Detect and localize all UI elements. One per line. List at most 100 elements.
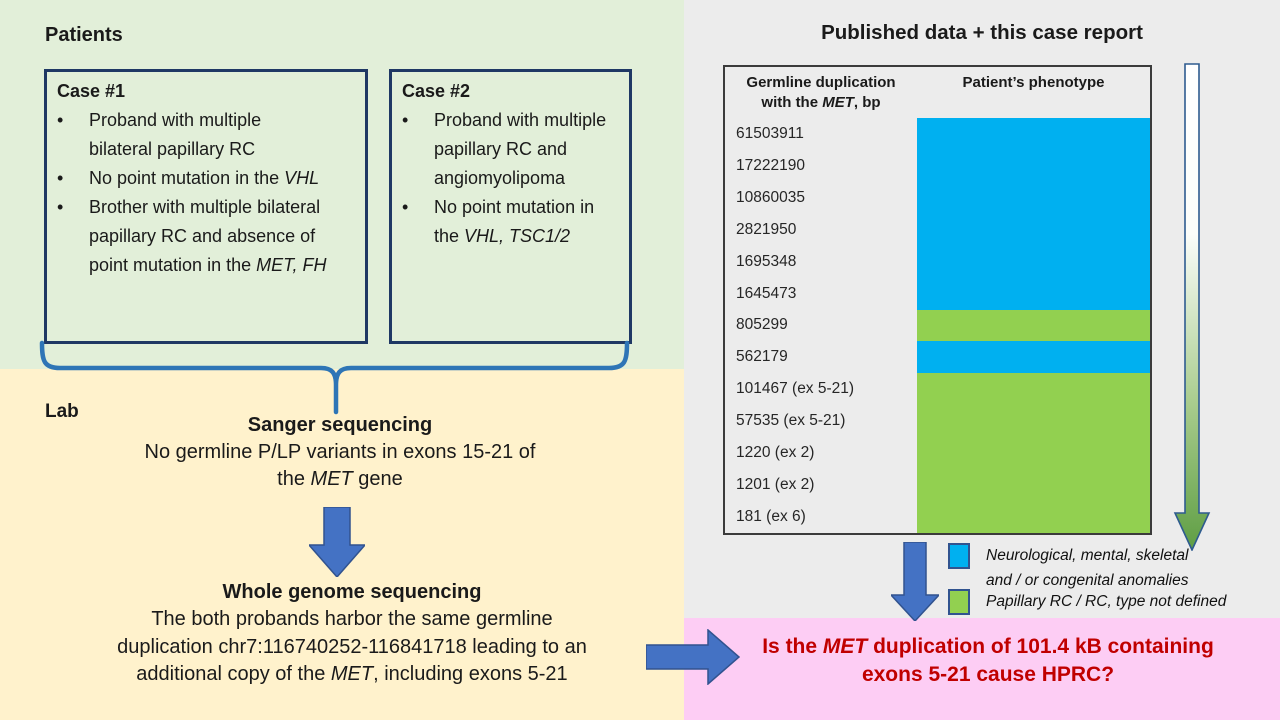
sanger-block: Sanger sequencing No germline P/LP varia… — [40, 411, 640, 493]
duplication-size: 1201 (ex 2) — [736, 476, 815, 494]
phenotype-bar — [917, 277, 1150, 310]
bullet-icon: • — [57, 197, 64, 217]
list-item: • No point mutation in the VHL — [57, 164, 365, 193]
patients-panel — [0, 0, 684, 369]
bullet-icon: • — [57, 110, 64, 130]
wgs-title: Whole genome sequencing — [222, 581, 482, 603]
col-header-patient-phenotype: Patient’s phenotype — [962, 74, 1105, 91]
text-run: gene — [352, 468, 403, 490]
wgs-line2: duplication chr7:116740252-116841718 lea… — [117, 635, 587, 658]
duplication-size: 10860035 — [736, 188, 805, 206]
gene-name: MET — [310, 468, 353, 490]
text-run: No point mutation in the — [434, 197, 595, 246]
table-row: 1695348 — [725, 245, 1150, 278]
table-row: 17222190 — [725, 149, 1150, 182]
phenotype-bar — [917, 405, 1150, 438]
col-header-germline-duplication: Germline duplication with the MET, bp — [725, 67, 917, 118]
phenotype-bar — [917, 181, 1150, 214]
duplication-size: 57535 (ex 5-21) — [736, 412, 846, 430]
text-run: Proband with multiple papillary RC and a… — [434, 110, 607, 188]
text-run: Proband with multiple bilateral papillar… — [89, 110, 262, 159]
text-run: duplication of 101.4 kB containing — [867, 635, 1214, 658]
table-row: 805299 — [725, 309, 1150, 342]
list-item: • No point mutation in the VHL, TSC1/2 — [402, 193, 629, 251]
duplication-size: 2821950 — [736, 220, 797, 238]
list-item: • Proband with multiple bilateral papill… — [57, 106, 365, 164]
duplication-table: Germline duplication with the MET, bp Pa… — [723, 65, 1152, 535]
text-run: the — [277, 468, 311, 490]
right-arrow-icon — [646, 629, 740, 685]
table-row: 1645473 — [725, 277, 1150, 310]
sanger-line1: No germline P/LP variants in exons 15-21… — [144, 441, 536, 463]
sanger-title: Sanger sequencing — [247, 414, 433, 436]
duplication-size: 1220 (ex 2) — [736, 444, 815, 462]
legend-item-neurological: Neurological, mental, skeletal and / or … — [948, 543, 1189, 593]
table-row: 1201 (ex 2) — [725, 469, 1150, 502]
header-line2: with the MET, bp — [725, 93, 917, 113]
case1-bullet1: Proband with multiple bilateral papillar… — [89, 106, 329, 164]
phenotype-bar — [917, 437, 1150, 470]
text-run: , bp — [853, 94, 881, 111]
wgs-line3: additional copy of the MET, including ex… — [22, 661, 682, 689]
legend-swatch-green — [948, 589, 970, 615]
table-row: 10860035 — [725, 181, 1150, 214]
bullet-icon: • — [402, 110, 409, 130]
case2-bullet1: Proband with multiple papillary RC and a… — [434, 106, 609, 193]
duplication-size: 181 (ex 6) — [736, 508, 806, 526]
phenotype-bar — [917, 245, 1150, 278]
duplication-size: 805299 — [736, 316, 788, 334]
duplication-size: 1645473 — [736, 284, 797, 302]
text-run: Is the — [762, 635, 823, 658]
text-run: Brother with multiple bilateral papillar… — [89, 197, 321, 275]
question-line2: exons 5-21 cause HPRC? — [861, 663, 1115, 686]
case2-box: Case #2 • Proband with multiple papillar… — [389, 69, 632, 344]
gene-name: MET — [822, 94, 854, 111]
gradient-down-arrow-icon — [1173, 63, 1211, 551]
legend-line1: Neurological, mental, skeletal — [986, 547, 1189, 564]
case2-bullet2: No point mutation in the VHL, TSC1/2 — [434, 193, 609, 251]
table-row: 61503911 — [725, 118, 1150, 150]
legend-label: Neurological, mental, skeletal and / or … — [986, 543, 1189, 593]
duplication-size: 17222190 — [736, 156, 805, 174]
text-run: , including exons 5-21 — [373, 663, 568, 685]
phenotype-bar — [917, 341, 1150, 374]
table-row: 101467 (ex 5-21) — [725, 373, 1150, 406]
table-row: 2821950 — [725, 213, 1150, 246]
duplication-size: 562179 — [736, 348, 788, 366]
down-arrow-icon — [891, 542, 939, 621]
published-data-heading: Published data + this case report — [821, 21, 1143, 44]
case1-title: Case #1 — [57, 81, 126, 101]
curly-brace-icon — [39, 340, 630, 415]
lab-heading: Lab — [45, 401, 79, 422]
list-item: • Proband with multiple papillary RC and… — [402, 106, 629, 193]
text-run: additional copy of the — [136, 663, 331, 685]
table-row: 57535 (ex 5-21) — [725, 405, 1150, 438]
table-row: 181 (ex 6) — [725, 501, 1150, 533]
legend-item-papillary: Papillary RC / RC, type not defined — [948, 589, 1226, 615]
legend-swatch-blue — [948, 543, 970, 569]
case1-box: Case #1 • Proband with multiple bilatera… — [44, 69, 368, 344]
question-line1: Is the MET duplication of 101.4 kB conta… — [712, 633, 1264, 661]
phenotype-bar — [917, 501, 1150, 533]
duplication-size: 61503911 — [736, 124, 804, 142]
duplication-size: 1695348 — [736, 252, 797, 270]
case2-title: Case #2 — [402, 81, 471, 101]
gene-name: MET — [822, 635, 868, 658]
phenotype-bar — [917, 213, 1150, 246]
phenotype-bar — [917, 373, 1150, 406]
case1-bullet3: Brother with multiple bilateral papillar… — [89, 193, 329, 280]
table-header-row: Germline duplication with the MET, bp Pa… — [725, 67, 1150, 118]
duplication-size: 101467 (ex 5-21) — [736, 380, 855, 398]
phenotype-bar — [917, 469, 1150, 502]
text-run: No point mutation in the — [89, 168, 285, 188]
sanger-line2: the MET gene — [40, 466, 640, 493]
legend-label: Papillary RC / RC, type not defined — [986, 589, 1226, 614]
table-row: 1220 (ex 2) — [725, 437, 1150, 470]
phenotype-bar — [917, 309, 1150, 342]
bullet-icon: • — [57, 168, 64, 188]
wgs-line1: The both probands harbor the same germli… — [151, 608, 553, 630]
legend-line2: and / or congenital anomalies — [986, 572, 1189, 589]
gene-name: MET — [330, 663, 374, 685]
bullet-icon: • — [402, 197, 409, 217]
text-run: with the — [761, 94, 823, 111]
